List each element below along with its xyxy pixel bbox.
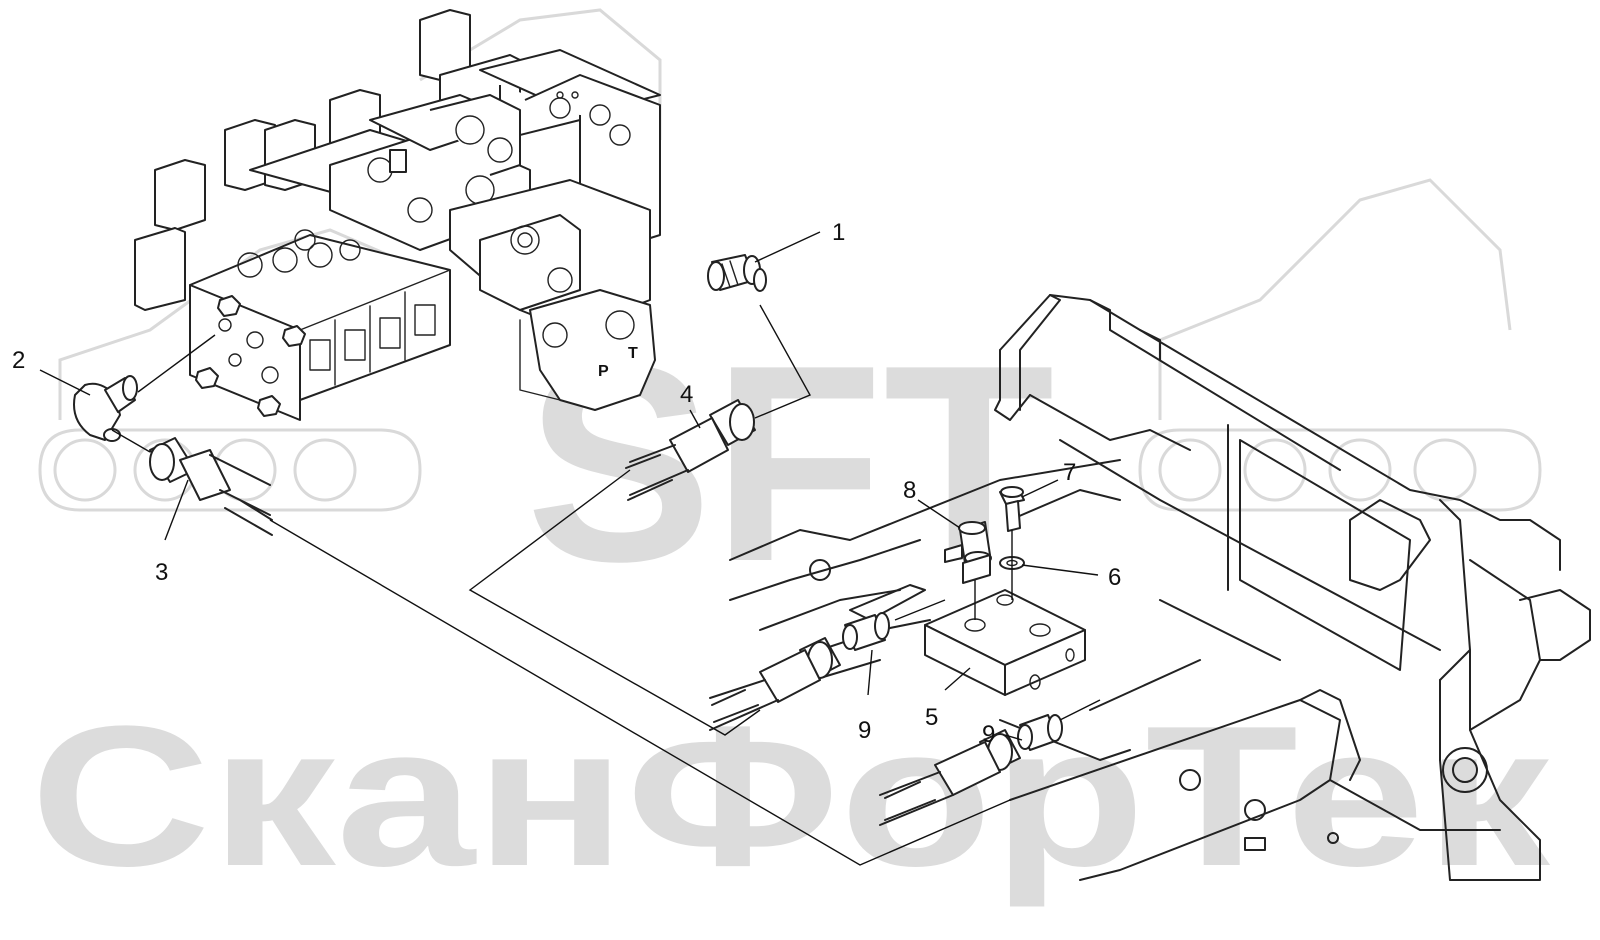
fitting-straight-1 <box>707 254 767 292</box>
callout-leader-6 <box>1021 564 1099 576</box>
manifold-block-5 <box>924 589 1086 696</box>
fitting-straight-9a <box>842 612 890 651</box>
callout-leader-4 <box>689 409 701 429</box>
machine-frame <box>729 294 1591 881</box>
watermark-excavator-right-icon <box>1138 178 1542 512</box>
watermark-excavator-top-icon <box>419 8 662 140</box>
watermark: SFT СканФорТек <box>30 8 1551 908</box>
callout-6: 6 <box>1108 564 1121 591</box>
callout-leader-2 <box>39 369 91 396</box>
callout-5: 5 <box>925 704 938 731</box>
callout-leader-7 <box>1021 479 1059 498</box>
hose-4 <box>625 399 756 501</box>
port-t-label: T <box>628 345 638 362</box>
callout-7: 7 <box>1063 459 1076 486</box>
callout-4: 4 <box>680 381 693 408</box>
callout-leader-9a <box>867 649 873 696</box>
callout-leader-9b <box>1004 734 1023 741</box>
hose-3 <box>149 437 273 536</box>
callout-2: 2 <box>12 347 25 374</box>
fitting-elbow-2 <box>73 375 138 442</box>
hose-lower-1 <box>709 637 841 731</box>
hose-lower-2 <box>879 729 1021 826</box>
callout-1: 1 <box>832 219 845 246</box>
port-p-label: P <box>598 363 609 380</box>
watermark-company-name: СканФорТек <box>30 685 1551 908</box>
fitting-straight-9b <box>1017 714 1063 751</box>
callout-9a: 9 <box>858 717 871 744</box>
callout-leader-1 <box>754 231 821 263</box>
callout-leader-8 <box>917 499 961 529</box>
callout-8: 8 <box>903 477 916 504</box>
control-valve-block: P T <box>134 9 661 421</box>
callout-3: 3 <box>155 559 168 586</box>
assembly-lines <box>111 304 1101 866</box>
callout-9b: 9 <box>982 721 995 748</box>
callout-leader-3 <box>164 479 189 541</box>
bolt-7 <box>999 486 1025 532</box>
fitting-8 <box>944 521 992 584</box>
callout-leader-5 <box>944 667 971 691</box>
callouts: 1 2 3 4 5 6 7 8 9 9 <box>12 219 1121 748</box>
